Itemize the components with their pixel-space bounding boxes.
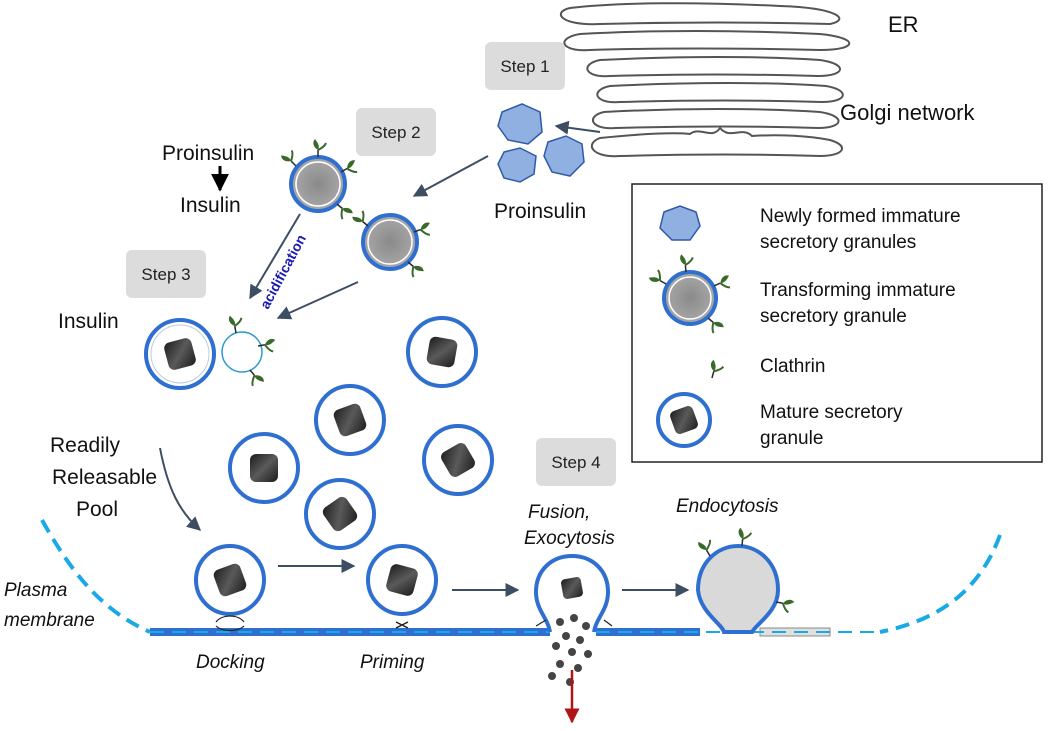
immature-granules-cluster [497,103,585,183]
golgi-to-immature-arrow [554,120,601,135]
proinsulin-label: Proinsulin [494,200,586,223]
priming-label: Priming [360,652,425,673]
insulin-side-label: Insulin [180,194,241,217]
docking-label: Docking [196,652,265,673]
step-2-badge: Step 2 [356,108,436,156]
step-3-label: Step 3 [141,265,190,284]
legend-mature-line2: granule [760,428,823,449]
step-4-label: Step 4 [551,453,600,472]
legend: Newly formed immature secretory granules… [631,183,1043,463]
transforming-granule-1 [278,138,362,223]
step-2-label: Step 2 [371,123,420,142]
plasma-membrane-left-curve [40,519,151,634]
plasma-membrane-label-line2: membrane [4,610,95,631]
legend-mature-icon [656,392,712,448]
endocytosis-granule [695,526,796,634]
legend-transforming-line1: Transforming immature [760,280,956,301]
fusing-granule [533,553,613,633]
mature-granule-2 [314,384,386,456]
docking-granule [194,544,266,632]
legend-clathrin-label: Clathrin [760,356,825,377]
plasma-membrane-label-line1: Plasma [4,580,67,601]
step1-to-step2-arrow [412,155,489,197]
legend-immature-icon [659,205,701,241]
legend-immature-line1: Newly formed immature [760,206,961,227]
step-4-badge: Step 4 [536,438,616,486]
transforming-granule-2 [350,207,435,281]
step2-to-step3-arrow-1 [249,213,301,300]
step-1-label: Step 1 [500,57,549,76]
mature-granule-5 [304,478,376,550]
legend-transforming-icon [647,252,735,337]
released-insulin-particles [548,614,592,686]
er-label: ER [888,12,919,37]
proinsulin-side-label: Proinsulin [162,142,254,165]
priming-granule [366,544,438,629]
mature-granule-1 [406,316,478,388]
budding-granule [144,312,279,390]
rrp-label-line2: Releasable [52,466,157,489]
rrp-label-line3: Pool [76,498,118,521]
insulin-step3-label: Insulin [58,310,119,333]
golgi-label: Golgi network [840,100,976,125]
step2-to-step3-arrow-2 [276,281,359,320]
rrp-arrow [159,447,202,531]
endocytosis-label: Endocytosis [676,496,779,517]
fusion-label-line2: Exocytosis [524,528,615,549]
legend-mature-line1: Mature secretory [760,402,903,423]
plasma-membrane-right-curve [879,534,1002,634]
fusion-label-line1: Fusion, [528,502,590,523]
legend-immature-line2: secretory granules [760,232,916,253]
mature-granule-4 [228,432,300,504]
rrp-label-line1: Readily [50,434,121,457]
step-3-badge: Step 3 [126,250,206,298]
step-1-badge: Step 1 [485,42,565,90]
legend-transforming-line2: secretory granule [760,306,907,327]
golgi-network [559,2,851,158]
mature-granule-3 [422,424,494,496]
